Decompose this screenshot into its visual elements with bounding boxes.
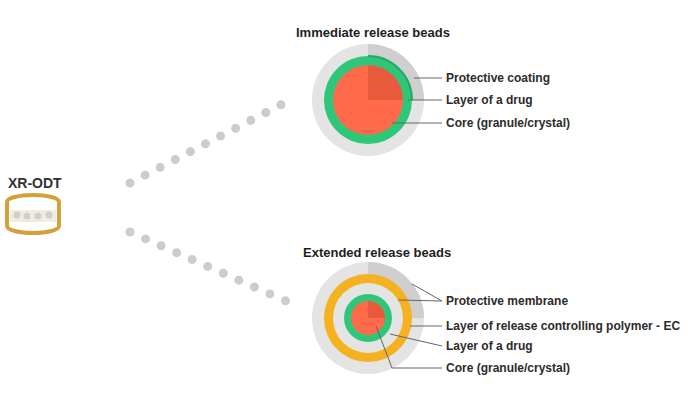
section-title: Immediate release beads (296, 26, 450, 40)
section-title: Extended release beads (303, 246, 451, 260)
dotted-line (130, 232, 295, 305)
extended-release-bead (312, 262, 424, 374)
leader-line (376, 284, 442, 368)
callout-label: Protective coating (446, 71, 550, 85)
immediate-release-bead (312, 44, 424, 156)
callout-label: Layer of a drug (446, 93, 533, 107)
tablet-icon (7, 195, 59, 233)
callout-label: Layer of release controlling polymer - E… (446, 319, 680, 333)
product-name: XR-ODT (8, 176, 62, 190)
callout-label: Protective membrane (446, 294, 568, 308)
dotted-line (130, 100, 290, 183)
callout-label: Core (granule/crystal) (446, 361, 570, 375)
leader-line (392, 78, 442, 123)
callout-label: Core (granule/crystal) (446, 116, 570, 130)
callout-label: Layer of a drug (446, 339, 533, 353)
